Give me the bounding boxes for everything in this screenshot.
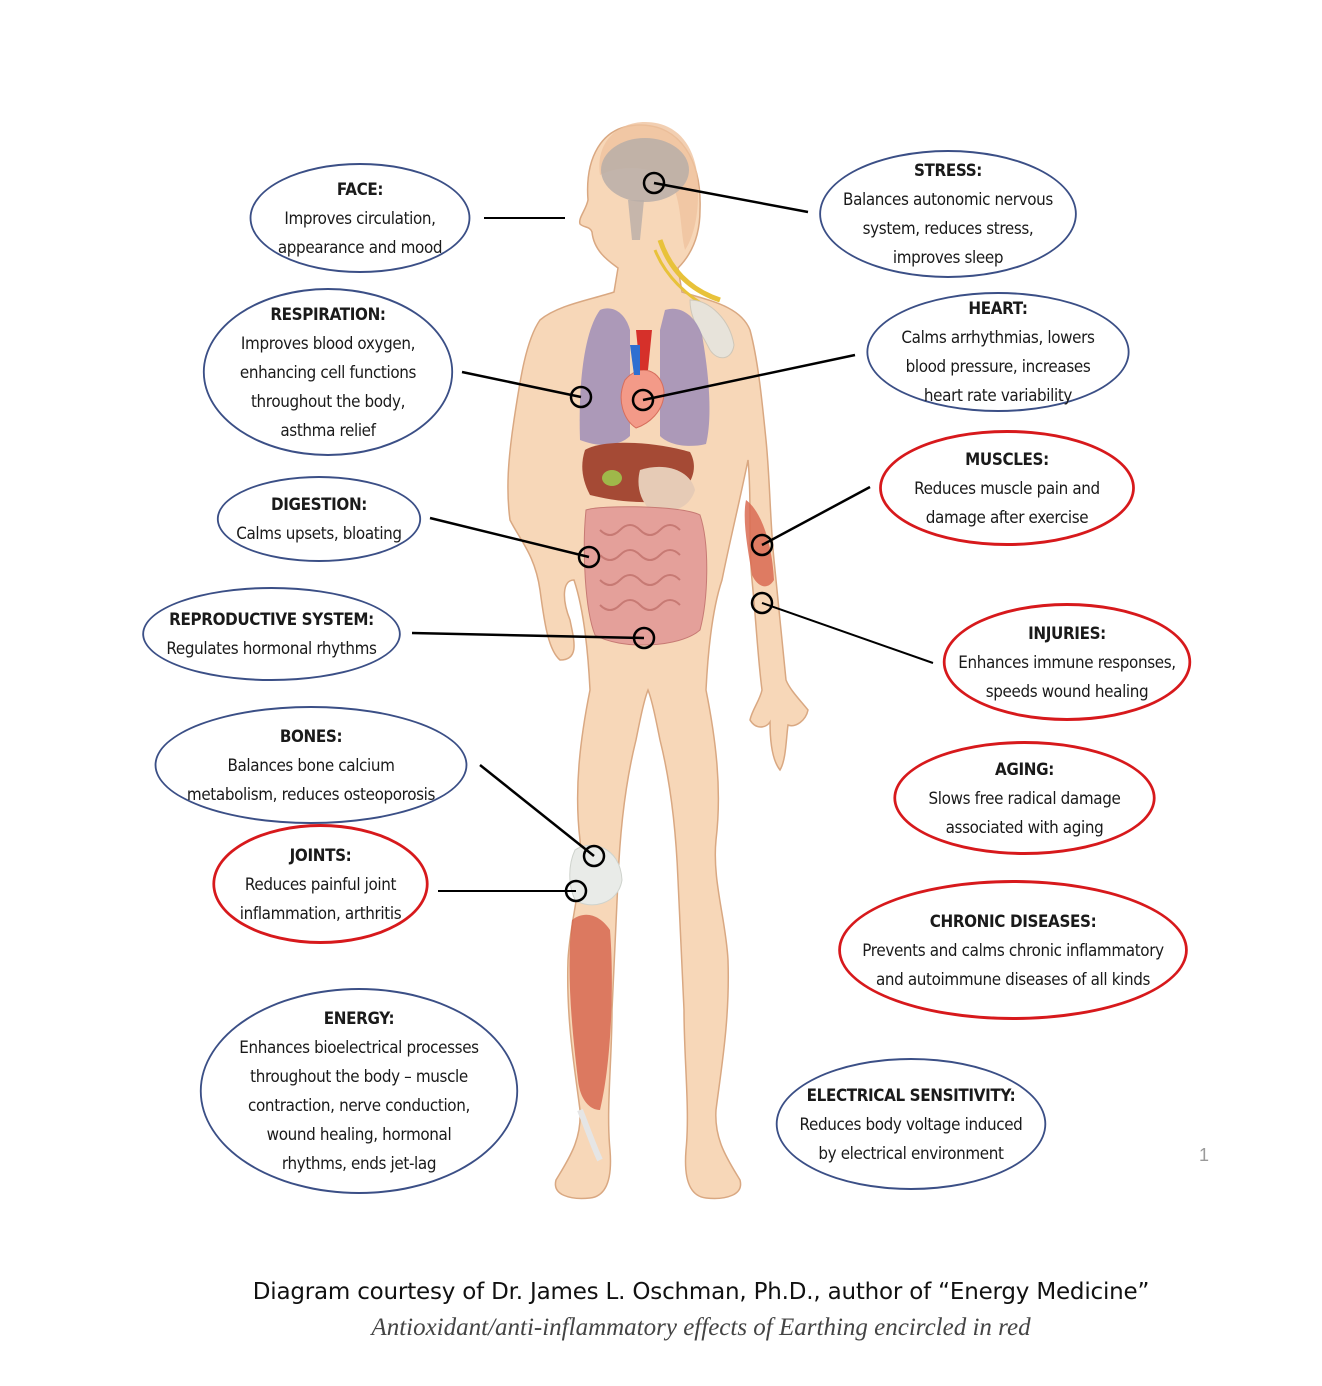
reproductive-title: REPRODUCTIVE SYSTEM: (169, 610, 374, 629)
chronic-body: Prevents and calms chronic inflammatory … (862, 940, 1164, 989)
intestine-marker (577, 545, 601, 569)
bone-marker (582, 844, 606, 868)
aging-body: Slows free radical damage associated wit… (928, 788, 1121, 837)
subtitle-caption: Antioxidant/anti-inflammatory effects of… (371, 1314, 1031, 1341)
right-lung (660, 308, 710, 446)
muscles-body: Reduces muscle pain and damage after exe… (914, 478, 1100, 527)
digestion-leader (429, 516, 590, 559)
heart-marker (631, 388, 655, 412)
face-callout: FACE: Improves circulation, appearance a… (249, 163, 471, 273)
stress-leader (653, 181, 809, 214)
joints-callout: JOINTS: Reduces painful joint inflammati… (212, 824, 429, 944)
electrical-body: Reduces body voltage induced by electric… (799, 1114, 1023, 1163)
bones-callout: BONES: Balances bone calcium metabolism,… (154, 706, 468, 824)
bones-body: Balances bone calcium metabolism, reduce… (186, 755, 436, 804)
aging-title: AGING: (995, 759, 1054, 779)
heart-title: HEART: (968, 299, 1028, 318)
reproductive-callout: REPRODUCTIVE SYSTEM: Regulates hormonal … (142, 587, 401, 681)
respiration-body: Improves blood oxygen, enhancing cell fu… (239, 333, 417, 440)
forearm-marker (750, 533, 774, 557)
face-body: Improves circulation, appearance and moo… (277, 208, 443, 257)
stress-body: Balances autonomic nervous system, reduc… (843, 190, 1053, 267)
aging-callout: AGING: Slows free radical damage associa… (893, 741, 1156, 855)
respiration-leader (461, 370, 582, 399)
electrical-callout: ELECTRICAL SENSITIVITY: Reduces body vol… (775, 1058, 1047, 1190)
muscles-leader (761, 485, 871, 547)
digestion-body: Calms upsets, bloating (236, 524, 402, 543)
muscles-title: MUSCLES: (965, 449, 1049, 469)
injuries-title: INJURIES: (1028, 623, 1106, 643)
lung-marker (569, 385, 593, 409)
muscles-callout: MUSCLES: Reduces muscle pain and damage … (879, 430, 1135, 546)
reproductive-leader (411, 631, 645, 640)
bones-leader (479, 764, 595, 857)
digestion-callout: DIGESTION: Calms upsets, bloating (216, 476, 422, 562)
bones-title: BONES: (279, 726, 343, 746)
credit-caption: Diagram courtesy of Dr. James L. Oschman… (252, 1279, 1150, 1305)
joint-marker (564, 879, 588, 903)
heart-callout: HEART: Calms arrhythmias, lowers blood p… (866, 292, 1130, 412)
stomach (638, 466, 695, 512)
stress-title: STRESS: (913, 161, 983, 180)
stress-callout: STRESS: Balances autonomic nervous syste… (819, 150, 1077, 278)
heart (620, 369, 665, 429)
reproductive-body: Regulates hormonal rhythms (166, 639, 377, 658)
energy-callout: ENERGY: Enhances bioelectrical processes… (199, 988, 519, 1194)
respiration-title: RESPIRATION: (270, 304, 386, 324)
energy-body: Enhances bioelectrical processes through… (239, 1038, 479, 1173)
injuries-body: Enhances immune responses, speeds wound … (958, 652, 1176, 701)
electrical-title: ELECTRICAL SENSITIVITY: (806, 1085, 1016, 1105)
injuries-callout: INJURIES: Enhances immune responses, spe… (942, 603, 1192, 721)
intestines (583, 506, 708, 646)
reproductive-marker (632, 626, 656, 650)
face-title: FACE: (336, 179, 384, 199)
digestion-title: DIGESTION: (270, 495, 368, 514)
brain-marker (642, 171, 666, 195)
heart-body: Calms arrhythmias, lowers blood pressure… (901, 328, 1095, 405)
injuries-leader (761, 602, 934, 664)
joints-title: JOINTS: (289, 845, 352, 865)
respiration-callout: RESPIRATION: Improves blood oxygen, enha… (202, 288, 454, 456)
calf-muscles (569, 914, 612, 1110)
chronic-title: CHRONIC DISEASES: (929, 911, 1097, 931)
page-number: 1 (1199, 1145, 1210, 1165)
left-lung (579, 308, 630, 445)
wrist-marker (750, 591, 774, 615)
forearm-muscle (744, 500, 774, 587)
chronic-callout: CHRONIC DISEASES: Prevents and calms chr… (838, 880, 1188, 1020)
neck-nerves (657, 239, 721, 303)
heart-leader (642, 353, 856, 402)
joints-body: Reduces painful joint inflammation, arth… (239, 874, 402, 923)
energy-title: ENERGY: (323, 1009, 395, 1028)
